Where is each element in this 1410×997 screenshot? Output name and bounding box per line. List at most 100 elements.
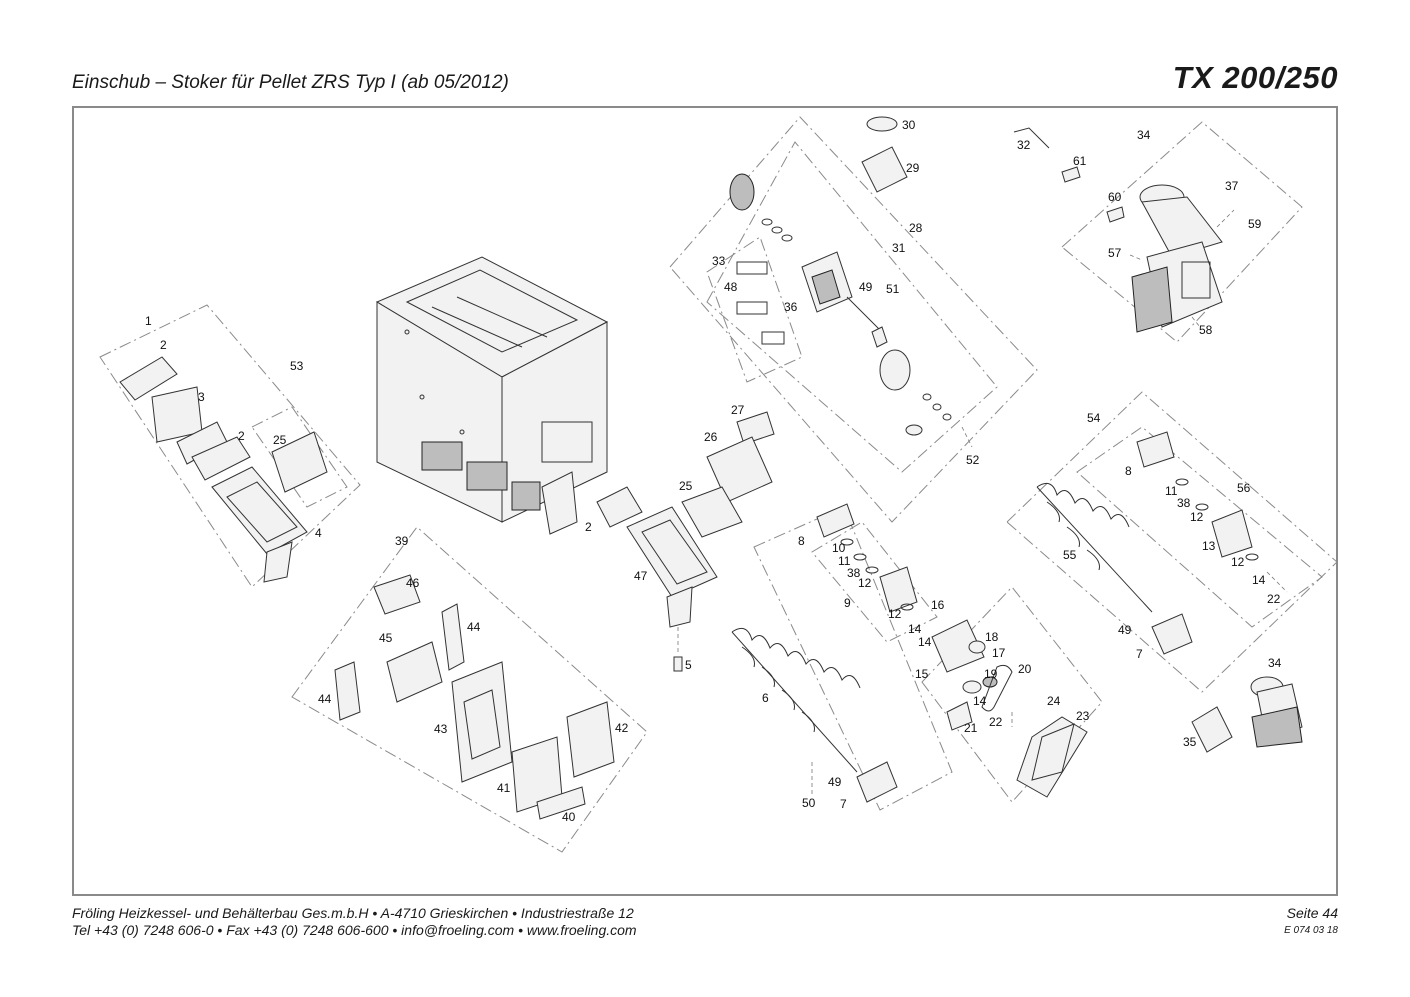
group-25-outline xyxy=(251,406,348,508)
callout-3: 3 xyxy=(198,390,205,404)
callout-33: 33 xyxy=(712,254,726,268)
callout-34: 34 xyxy=(1268,656,1282,670)
callout-13: 13 xyxy=(1202,539,1216,553)
page-number: Seite 44 xyxy=(1286,905,1338,921)
callout-54: 54 xyxy=(1087,411,1101,425)
callout-12: 12 xyxy=(1190,510,1204,524)
group-9-outline xyxy=(753,506,953,811)
callout-53: 53 xyxy=(290,359,304,373)
callout-31: 31 xyxy=(892,241,906,255)
callout-26: 26 xyxy=(704,430,718,444)
diagram-frame: 1 2 3 2 25 4 53 27 26 25 2 47 5 6 49 50 … xyxy=(72,106,1338,896)
group-31-outline xyxy=(706,141,998,473)
callout-14: 14 xyxy=(1252,573,1266,587)
callout-36: 36 xyxy=(784,300,798,314)
group-39-outline xyxy=(291,526,648,853)
callout-12: 12 xyxy=(888,607,902,621)
group-33-outline xyxy=(706,236,803,383)
callout-12: 12 xyxy=(1231,555,1245,569)
callout-11: 11 xyxy=(1165,484,1178,498)
callout-30: 30 xyxy=(902,118,916,132)
callout-23: 23 xyxy=(1076,709,1090,723)
callout-50: 50 xyxy=(802,796,816,810)
callout-41: 41 xyxy=(497,781,511,795)
callout-5: 5 xyxy=(685,658,692,672)
callout-40: 40 xyxy=(562,810,576,824)
callout-9: 9 xyxy=(844,596,851,610)
callout-29: 29 xyxy=(906,161,920,175)
callout-34: 34 xyxy=(1137,128,1151,142)
callout-59: 59 xyxy=(1248,217,1262,231)
callout-48: 48 xyxy=(724,280,738,294)
callout-6: 6 xyxy=(762,691,769,705)
callout-44: 44 xyxy=(318,692,332,706)
callout-49: 49 xyxy=(859,280,873,294)
callout-44: 44 xyxy=(467,620,481,634)
callout-22: 22 xyxy=(989,715,1003,729)
group-16-parts xyxy=(931,619,1013,731)
boiler-housing xyxy=(375,256,609,535)
callout-38: 38 xyxy=(847,566,861,580)
group-16-outline xyxy=(921,586,1103,803)
exploded-parts-diagram: 1 2 3 2 25 4 53 27 26 25 2 47 5 6 49 50 … xyxy=(99,116,1336,853)
group-9-parts xyxy=(816,503,918,613)
callout-2: 2 xyxy=(160,338,167,352)
callout-55: 55 xyxy=(1063,548,1077,562)
callout-1: 1 xyxy=(145,314,152,328)
callout-8: 8 xyxy=(798,534,805,548)
company-footer: Fröling Heizkessel- und Behälterbau Ges.… xyxy=(72,905,637,939)
footer-address: Fröling Heizkessel- und Behälterbau Ges.… xyxy=(72,905,634,921)
model-title: TX 200/250 xyxy=(1172,60,1338,95)
group-56-outline xyxy=(1076,426,1323,628)
callout-37: 37 xyxy=(1225,179,1239,193)
callout-8: 8 xyxy=(1125,464,1132,478)
callout-32: 32 xyxy=(1017,138,1031,152)
callout-39: 39 xyxy=(395,534,409,548)
callout-61: 61 xyxy=(1073,154,1087,168)
callout-14: 14 xyxy=(908,622,922,636)
auger-6 xyxy=(731,627,898,803)
motor-34-lower xyxy=(1191,676,1303,753)
callout-14: 14 xyxy=(918,635,932,649)
callout-16: 16 xyxy=(931,598,945,612)
callout-38: 38 xyxy=(1177,496,1191,510)
footer-contact: Tel +43 (0) 7248 606-0 • Fax +43 (0) 724… xyxy=(72,922,637,938)
callout-45: 45 xyxy=(379,631,393,645)
callout-28: 28 xyxy=(909,221,923,235)
callout-19: 19 xyxy=(984,667,998,681)
callout-43: 43 xyxy=(434,722,448,736)
callout-46: 46 xyxy=(406,576,420,590)
callout-20: 20 xyxy=(1018,662,1032,676)
callout-24: 24 xyxy=(1047,694,1061,708)
callout-4: 4 xyxy=(315,526,322,540)
group-28-outline xyxy=(669,116,1038,523)
callout-7: 7 xyxy=(840,797,847,811)
callout-7: 7 xyxy=(1136,647,1143,661)
callout-22: 22 xyxy=(1267,592,1281,606)
callout-27: 27 xyxy=(731,403,745,417)
group-39-parts xyxy=(334,574,615,820)
page-title: Einschub – Stoker für Pellet ZRS Typ I (… xyxy=(72,72,509,93)
group-1-parts xyxy=(119,356,328,583)
callout-21: 21 xyxy=(964,721,978,735)
callout-57: 57 xyxy=(1108,246,1122,260)
callout-49: 49 xyxy=(1118,623,1132,637)
callout-42: 42 xyxy=(615,721,629,735)
callout-15: 15 xyxy=(915,667,929,681)
callout-11: 11 xyxy=(838,554,851,568)
callout-52: 52 xyxy=(966,453,980,467)
callout-numbers: 1 2 3 2 25 4 53 27 26 25 2 47 5 6 49 50 … xyxy=(145,118,1282,824)
callout-2: 2 xyxy=(238,429,245,443)
callout-60: 60 xyxy=(1108,190,1122,204)
group-34-motor xyxy=(1013,127,1235,333)
callout-49: 49 xyxy=(828,775,842,789)
callout-25: 25 xyxy=(679,479,693,493)
callout-14: 14 xyxy=(973,694,987,708)
hopper-24 xyxy=(1016,716,1088,798)
callout-35: 35 xyxy=(1183,735,1197,749)
page-info: Seite 44 E 074 03 18 xyxy=(1284,905,1338,939)
callout-25: 25 xyxy=(273,433,287,447)
auger-55 xyxy=(1036,431,1288,655)
callout-47: 47 xyxy=(634,569,648,583)
document-code: E 074 03 18 xyxy=(1284,925,1338,936)
